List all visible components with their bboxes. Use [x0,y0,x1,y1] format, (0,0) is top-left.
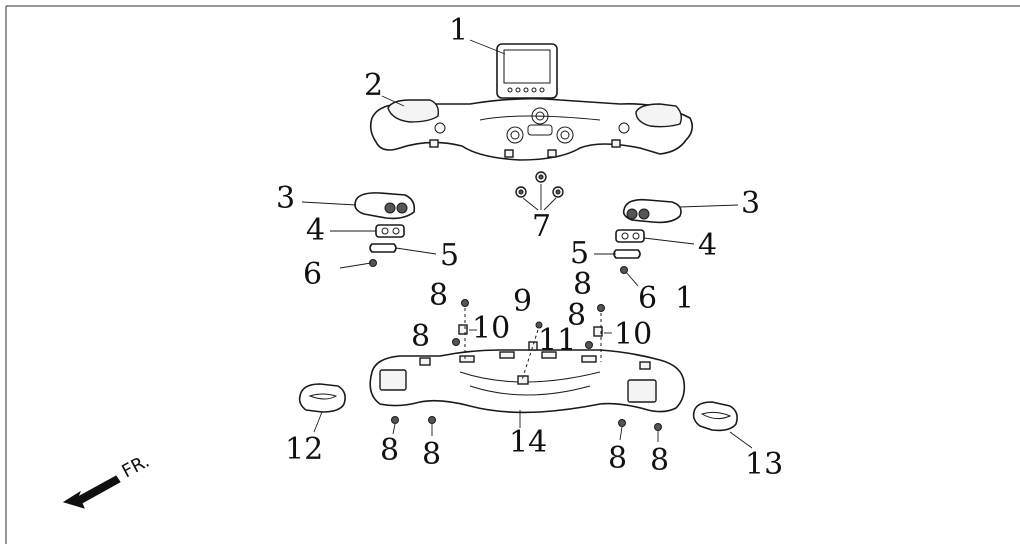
callout-12: 12 [285,432,323,467]
callout-8-b: 8 [411,319,430,354]
callout-14: 14 [509,425,547,460]
right-switch-housing-part [622,198,682,224]
left-clip-part [369,243,397,253]
callout-7: 7 [532,209,551,244]
leader-lines [301,39,753,449]
callout-6-right: 6 [638,281,657,316]
callout-10-left: 10 [472,311,510,346]
callout-5-right: 5 [570,236,589,271]
callout-8-e: 8 [380,433,399,468]
left-end-cap-part [298,383,346,413]
callout-10-right: 10 [614,317,652,352]
callout-3-right: 3 [741,186,760,221]
callout-3-left: 3 [276,181,295,216]
lower-handlebar-cover-part [369,349,686,414]
callout-1-orphan: 1 [675,281,694,316]
callout-8-a: 8 [429,278,448,313]
callout-9: 9 [513,284,532,319]
callout-1-display: 1 [449,13,468,48]
front-direction-label: FR. [118,451,153,483]
right-screw-part [620,266,628,274]
right-clip-part [613,249,641,259]
callout-8-h: 8 [650,443,669,478]
callout-8-d: 8 [567,298,586,333]
callout-11: 11 [538,323,576,358]
callout-8-g: 8 [608,441,627,476]
right-switch-plate-part [615,229,645,243]
nut-group-part [515,171,564,211]
front-direction-arrow [62,475,121,509]
left-switch-plate-part [375,224,405,238]
callout-8-c: 8 [573,267,592,302]
left-switch-housing-part [354,192,416,220]
upper-handlebar-cover-part [369,97,694,161]
callout-4-right: 4 [698,228,717,263]
display-meter-part [496,43,558,99]
callout-6-left: 6 [303,257,322,292]
screws-lower-group [391,416,662,431]
callout-13: 13 [745,447,783,482]
screws-upper-group [452,299,612,381]
callout-4-left: 4 [306,213,325,248]
callout-5-left: 5 [440,238,459,273]
right-end-cap-part [692,401,738,432]
callout-2: 2 [364,68,383,103]
callout-8-f: 8 [422,437,441,472]
